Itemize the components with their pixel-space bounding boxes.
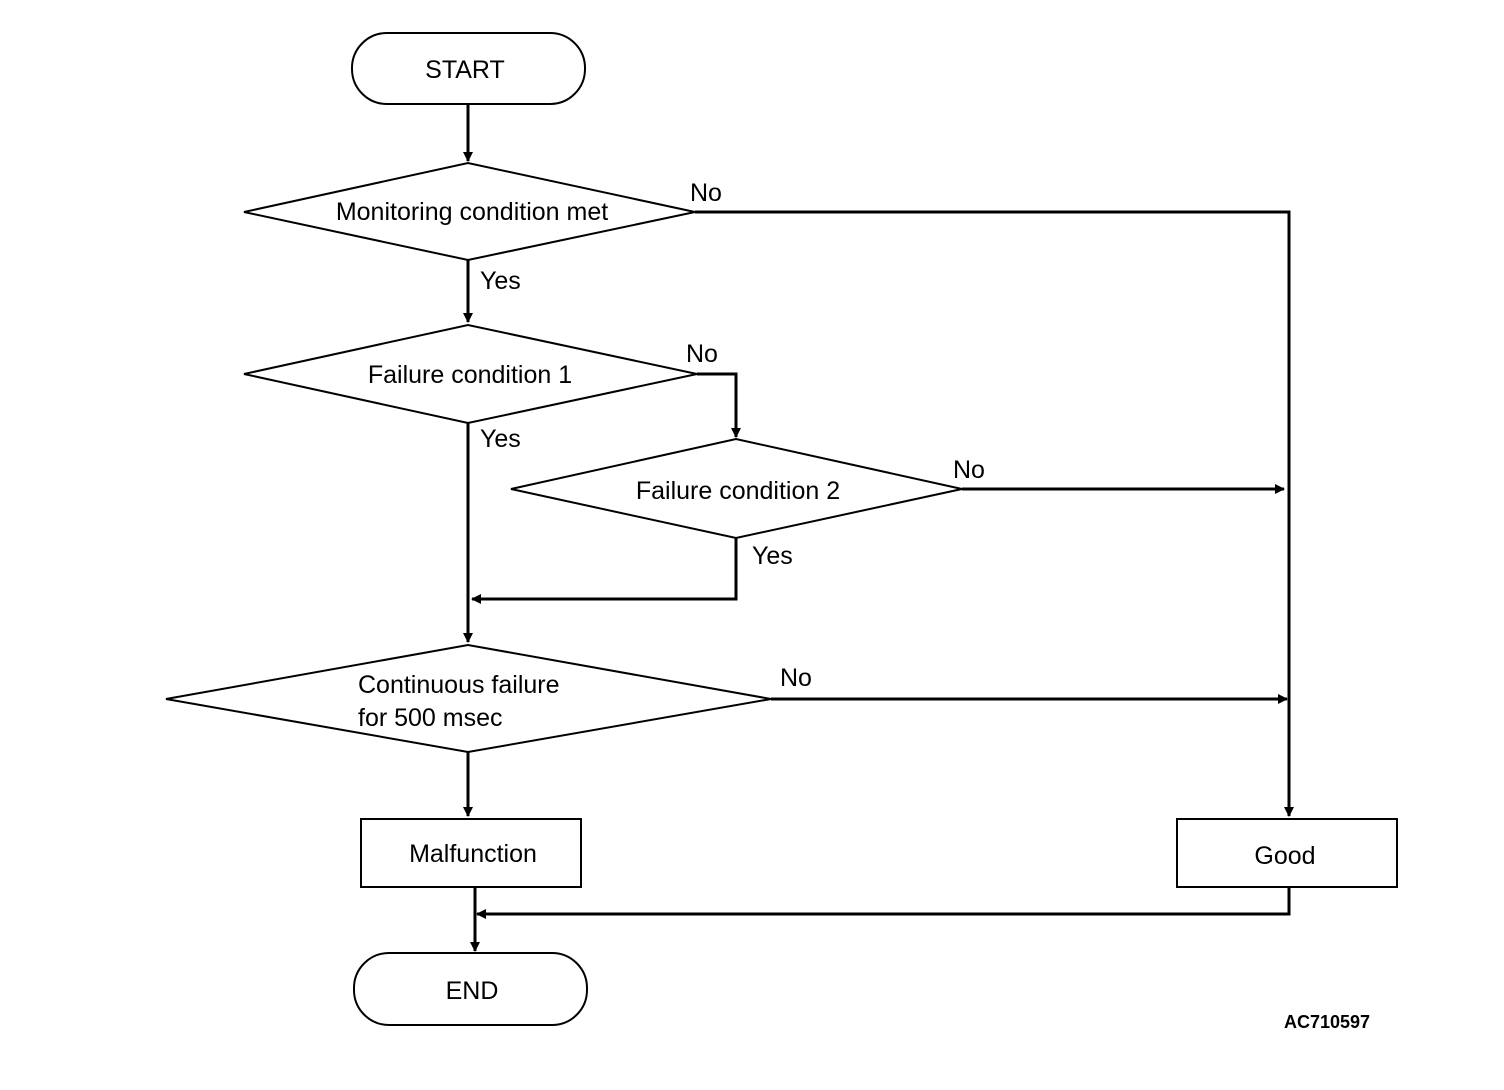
continuous-failure-label-line2: for 500 msec — [358, 704, 503, 732]
branch-label-failure2-yes: Yes — [752, 542, 793, 570]
failure-condition-1-label: Failure condition 1 — [368, 361, 572, 389]
continuous-failure-label-line1: Continuous failure — [358, 671, 560, 699]
branch-label-failure1-yes: Yes — [480, 425, 521, 453]
reference-code: AC710597 — [1284, 1012, 1370, 1032]
start-label: START — [425, 56, 505, 84]
decision-failure-condition-2: Failure condition 2 — [510, 437, 963, 540]
branch-label-failure2-no: No — [953, 456, 985, 484]
result-malfunction: Malfunction — [360, 818, 582, 888]
start-terminal: START — [351, 32, 586, 105]
branch-labels: No Yes No Yes No Yes No — [480, 179, 985, 692]
malfunction-label: Malfunction — [409, 840, 537, 868]
monitoring-condition-label: Monitoring condition met — [336, 198, 608, 226]
connector-monitoring-no — [695, 210, 1294, 817]
branch-label-monitoring-no: No — [690, 179, 722, 207]
result-good: Good — [1176, 818, 1398, 888]
end-label: END — [446, 977, 499, 1005]
branch-label-failure1-no: No — [686, 340, 718, 368]
decision-failure-condition-1: Failure condition 1 — [243, 323, 698, 425]
connector-failure2-yes — [471, 538, 738, 604]
failure-condition-2-label: Failure condition 2 — [636, 477, 840, 505]
decision-continuous-failure: Continuous failure for 500 msec — [165, 643, 772, 754]
connector-failure1-no — [697, 372, 741, 438]
connector-good-to-end — [476, 887, 1291, 919]
good-label: Good — [1254, 842, 1315, 870]
branch-label-continuous-no: No — [780, 664, 812, 692]
connectors — [463, 104, 1294, 952]
decision-monitoring-condition: Monitoring condition met — [243, 161, 696, 262]
end-terminal: END — [353, 952, 588, 1026]
branch-label-monitoring-yes: Yes — [480, 267, 521, 295]
